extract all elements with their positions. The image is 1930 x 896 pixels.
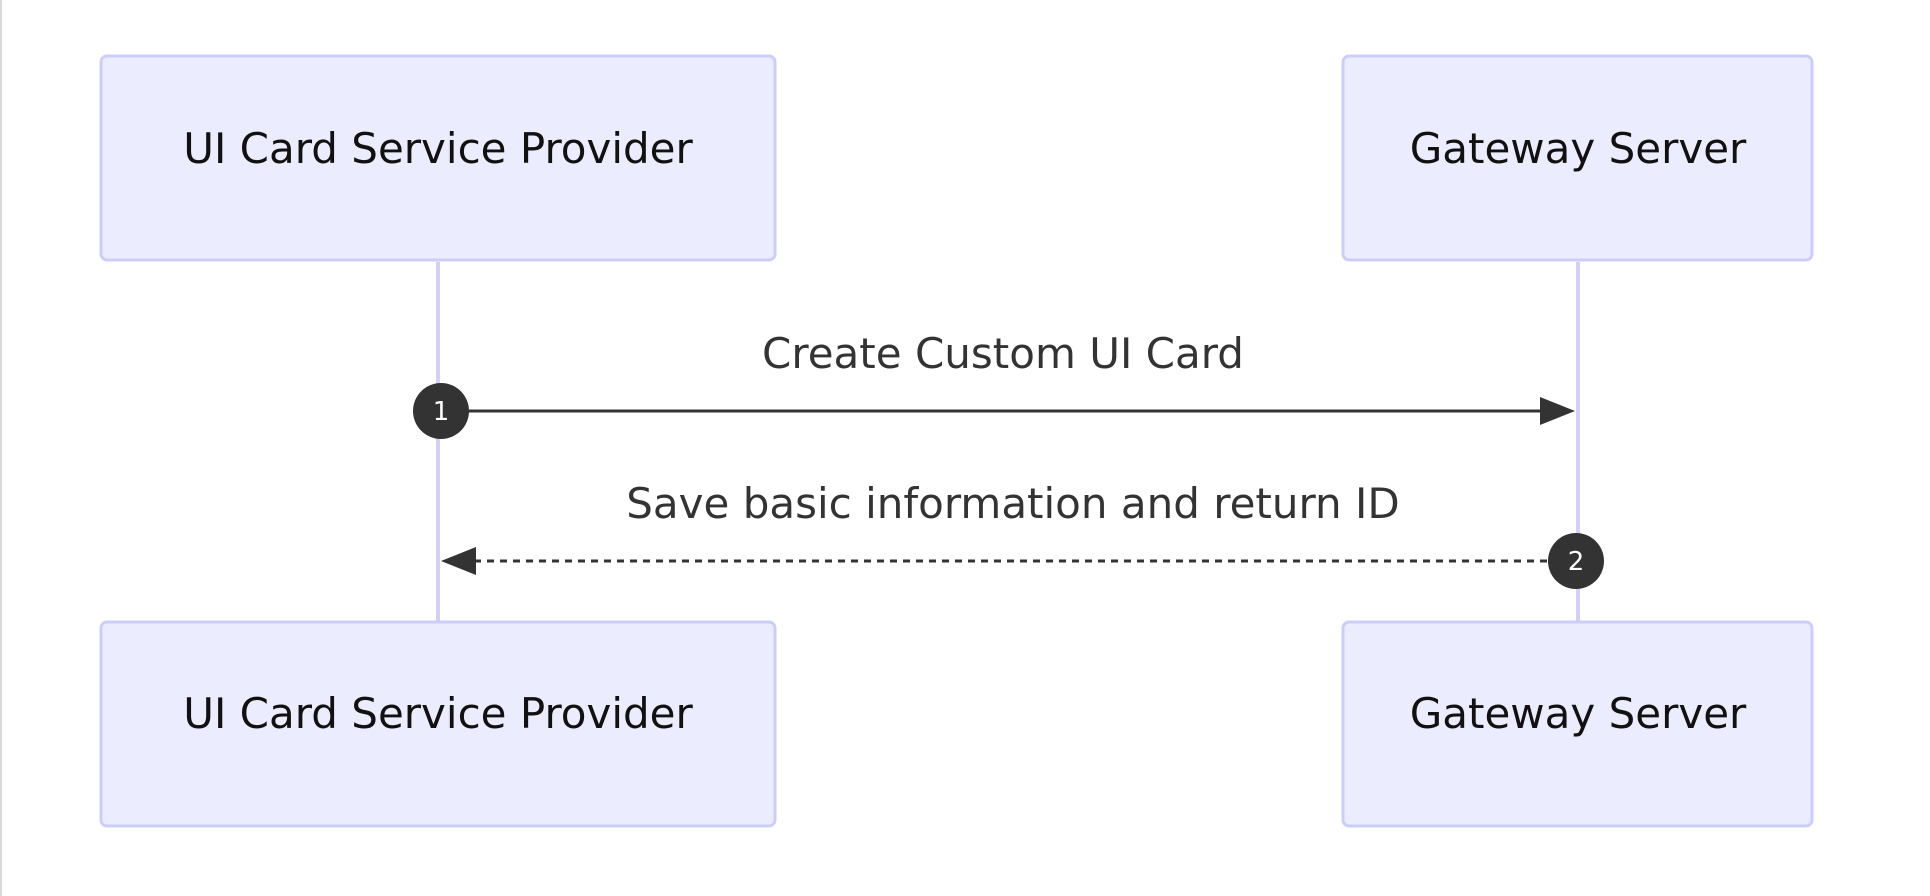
actor-box xyxy=(1341,54,1814,262)
actor-label: Gateway Server xyxy=(1410,689,1747,738)
sequence-number-badge xyxy=(413,383,469,439)
sequence-number: 1 xyxy=(433,397,450,427)
arrow-head-left xyxy=(441,547,476,575)
sequence-number: 2 xyxy=(1568,547,1585,577)
actor-provider-bottom: UI Card Service Provider xyxy=(99,620,777,828)
actor-label: UI Card Service Provider xyxy=(183,124,693,173)
actor-provider-top: UI Card Service Provider xyxy=(99,54,777,262)
message-1: Create Custom UI Card 1 xyxy=(413,329,1575,439)
actor-label: UI Card Service Provider xyxy=(183,689,693,738)
message-2: Save basic information and return ID 2 xyxy=(441,479,1604,589)
actor-gateway-top: Gateway Server xyxy=(1341,54,1814,262)
sequence-number-badge xyxy=(1548,533,1604,589)
arrow-head-right xyxy=(1540,397,1575,425)
actor-box xyxy=(99,54,777,262)
frame-edge xyxy=(0,0,2,896)
actor-label: Gateway Server xyxy=(1410,124,1747,173)
actor-box xyxy=(1341,620,1814,828)
message-label: Save basic information and return ID xyxy=(626,479,1399,528)
message-label: Create Custom UI Card xyxy=(762,329,1244,378)
actor-box xyxy=(99,620,777,828)
actor-gateway-bottom: Gateway Server xyxy=(1341,620,1814,828)
